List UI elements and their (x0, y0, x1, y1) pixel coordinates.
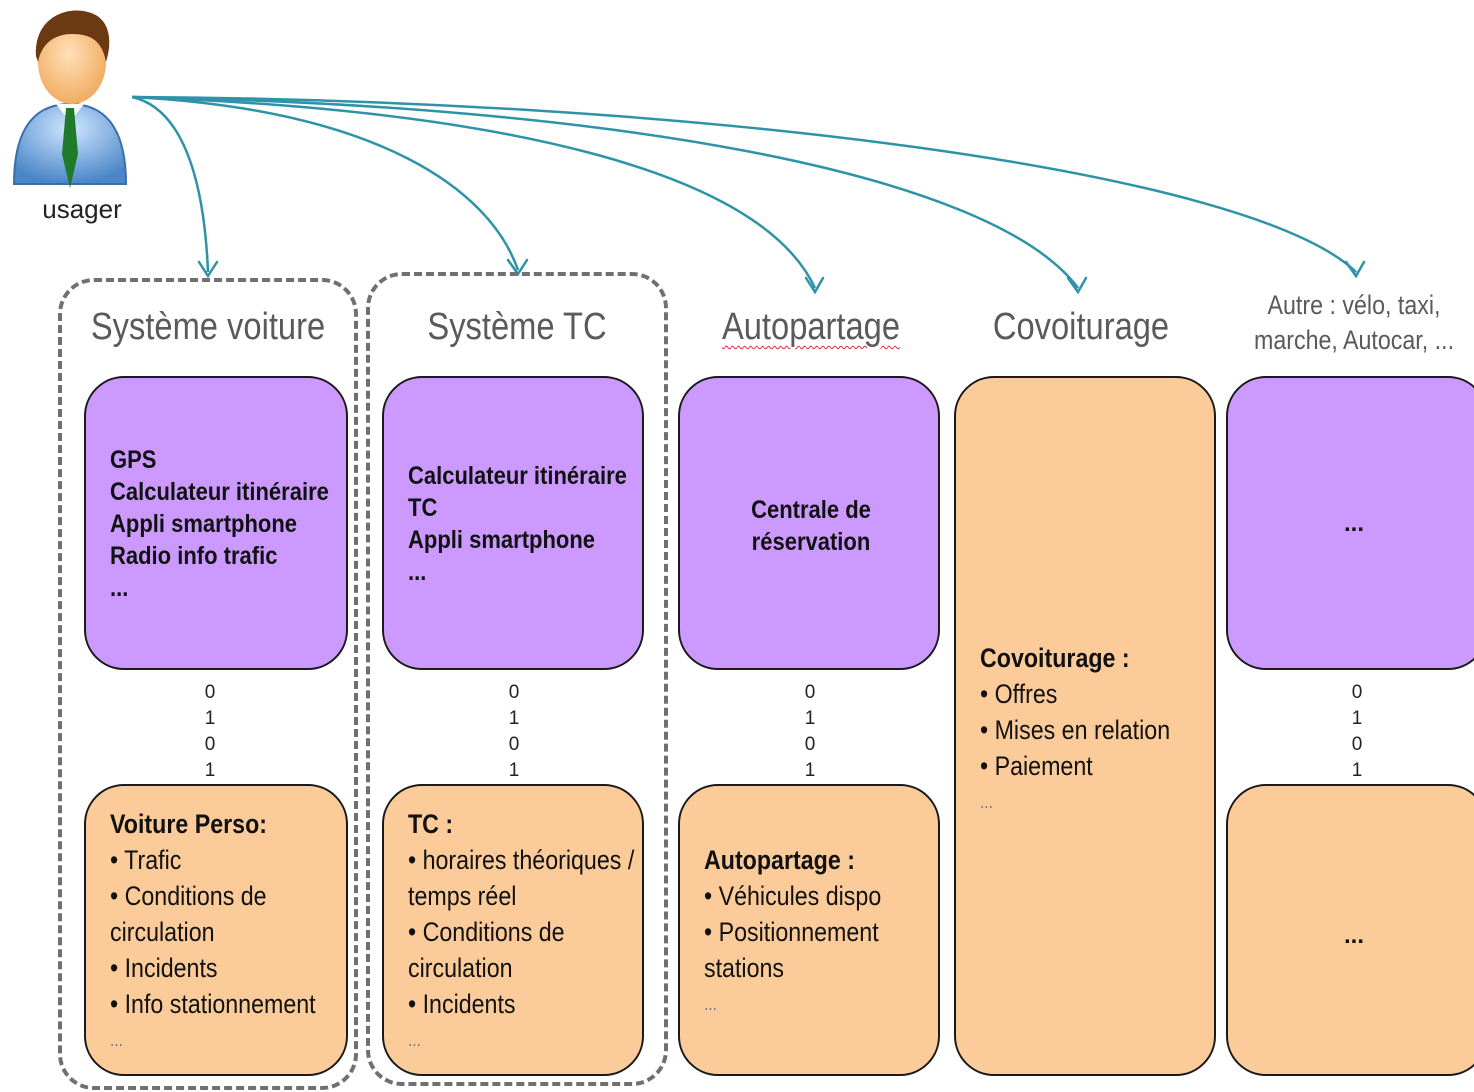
info-line: Centrale de (751, 496, 871, 524)
data-header: Voiture Perso: (110, 809, 267, 839)
arrowhead-autopartage (804, 276, 825, 295)
data-header: Covoiturage : (980, 643, 1130, 673)
data-list-systeme-tc: TC : horaires théoriques / temps réel Co… (408, 806, 645, 1058)
info-box-autopartage: Centrale de réservation (678, 376, 940, 670)
user-label: usager (42, 194, 122, 224)
arrowhead-autre (1344, 260, 1366, 279)
info-line: Calculateur itinéraire (408, 462, 627, 490)
info-line: GPS (110, 446, 157, 474)
data-item: Positionnement stations (704, 914, 941, 986)
info-line: ... (110, 574, 129, 602)
data-item: Incidents (408, 986, 645, 1022)
user-avatar-icon (12, 10, 128, 188)
data-list-autopartage: Autopartage : Véhicules dispo Positionne… (704, 842, 941, 1022)
data-more: ... (408, 1030, 421, 1050)
data-box-systeme-voiture: Voiture Perso: Trafic Conditions de circ… (84, 784, 348, 1076)
data-more: ... (1344, 922, 1365, 949)
info-list-systeme-voiture: GPS Calculateur itinéraire Appli smartph… (110, 444, 329, 604)
data-box-autopartage: Autopartage : Véhicules dispo Positionne… (678, 784, 940, 1076)
info-box-systeme-voiture: GPS Calculateur itinéraire Appli smartph… (84, 376, 348, 670)
info-list-systeme-tc: Calculateur itinéraire TC Appli smartpho… (408, 460, 627, 588)
title-systeme-voiture: Système voiture (90, 306, 326, 348)
info-line: Radio info trafic (110, 542, 278, 570)
arrow-autopartage (131, 95, 817, 289)
data-more: ... (980, 792, 993, 812)
arrow-autre (131, 95, 1357, 273)
info-box-systeme-tc: Calculateur itinéraire TC Appli smartpho… (382, 376, 644, 670)
info-line: ... (408, 558, 427, 586)
info-line: Appli smartphone (408, 526, 596, 554)
data-item: Info stationnement (110, 986, 351, 1022)
data-item: horaires théoriques / temps réel (408, 842, 645, 914)
data-item: Conditions de circulation (110, 878, 351, 950)
arrowhead-covoiturage (1066, 276, 1088, 295)
data-item: Paiement (980, 748, 1217, 784)
data-item: Mises en relation (980, 712, 1217, 748)
data-item: Véhicules dispo (704, 878, 941, 914)
info-line: Appli smartphone (110, 510, 298, 538)
data-box-covoiturage: Covoiturage : Offres Mises en relation P… (954, 376, 1216, 1076)
info-box-autre: ... (1226, 376, 1474, 670)
group-systeme-voiture (58, 278, 358, 1090)
data-header: Autopartage : (704, 845, 855, 875)
user-arrows (131, 95, 1366, 295)
data-more: ... (704, 994, 717, 1014)
data-box-systeme-tc: TC : horaires théoriques / temps réel Co… (382, 784, 644, 1076)
arrow-covoiturage (131, 95, 1080, 289)
data-box-autre: ... (1226, 784, 1474, 1076)
data-item: Trafic (110, 842, 351, 878)
group-systeme-tc (366, 272, 668, 1086)
data-header: TC : (408, 809, 454, 839)
info-line: réservation (751, 528, 871, 556)
title-autopartage: Autopartage (721, 306, 901, 348)
arrow-systeme-tc (131, 95, 520, 271)
data-more: ... (110, 1030, 123, 1050)
data-item: Incidents (110, 950, 351, 986)
data-list-systeme-voiture: Voiture Perso: Trafic Conditions de circ… (110, 806, 351, 1058)
arrowhead-systeme-voiture (197, 260, 219, 279)
info-line: Calculateur itinéraire (110, 478, 329, 506)
info-line: TC (408, 494, 438, 522)
title-autre: Autre : vélo, taxi, marche, Autocar, ... (1253, 290, 1455, 355)
info-list-autopartage: Centrale de réservation (696, 494, 927, 558)
data-item: Offres (980, 676, 1217, 712)
title-systeme-tc: Système TC (427, 306, 607, 348)
info-line: ... (1344, 510, 1365, 537)
arrow-systeme-voiture (131, 95, 210, 273)
title-covoiturage: Covoiturage (992, 306, 1170, 348)
data-item: Conditions de circulation (408, 914, 645, 986)
data-list-covoiturage: Covoiturage : Offres Mises en relation P… (980, 640, 1217, 820)
